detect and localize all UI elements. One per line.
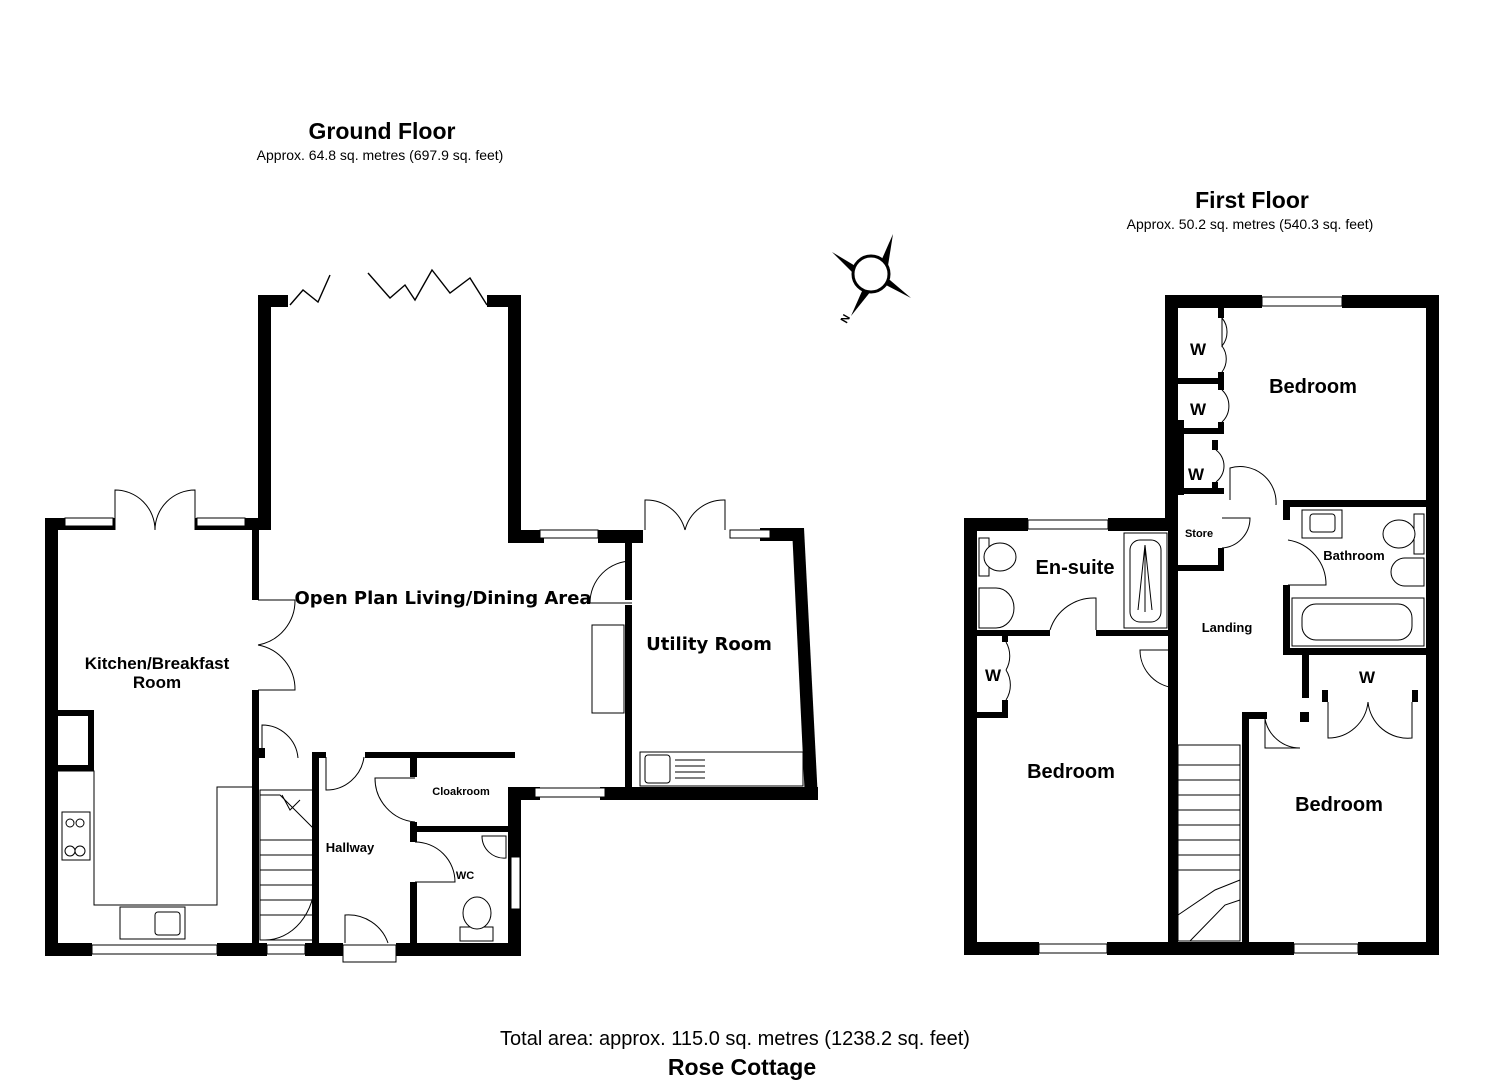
store-label: Store — [1185, 528, 1213, 540]
bedroom-left-label: Bedroom — [1027, 761, 1115, 783]
wardrobe-label-3: W — [1188, 465, 1205, 484]
compass-rose: N — [832, 234, 911, 326]
hallway-label: Hallway — [326, 840, 375, 855]
property-name: Rose Cottage — [668, 1054, 816, 1080]
first-floor-area: Approx. 50.2 sq. metres (540.3 sq. feet) — [1127, 216, 1374, 232]
wardrobe-label-5: W — [1359, 668, 1376, 687]
ensuite-label: En-suite — [1036, 557, 1115, 579]
ground-floor-title: Ground Floor — [309, 118, 456, 144]
bedroom-top-label: Bedroom — [1269, 376, 1357, 398]
wardrobe-label-2: W — [1190, 400, 1207, 419]
wardrobe-label-1: W — [1190, 340, 1207, 359]
wardrobe-label-4: W — [985, 666, 1002, 685]
open-plan-label: Open Plan Living/Dining Area — [294, 588, 591, 609]
landing-label: Landing — [1202, 620, 1253, 635]
ground-floor-area: Approx. 64.8 sq. metres (697.9 sq. feet) — [257, 147, 504, 163]
first-floor-plan — [964, 295, 1439, 955]
wc-label: WC — [456, 870, 474, 882]
total-area: Total area: approx. 115.0 sq. metres (12… — [500, 1028, 970, 1050]
kitchen-label-line1: Kitchen/Breakfast — [85, 654, 230, 673]
ground-floor-plan — [45, 268, 818, 963]
bathroom-label: Bathroom — [1323, 548, 1384, 563]
cloakroom-label: Cloakroom — [432, 786, 490, 798]
compass-north-label: N — [839, 313, 853, 326]
utility-room-label: Utility Room — [646, 634, 772, 655]
first-floor-title: First Floor — [1195, 187, 1309, 213]
bedroom-right-label: Bedroom — [1295, 794, 1383, 816]
kitchen-label-line2: Room — [133, 673, 181, 692]
